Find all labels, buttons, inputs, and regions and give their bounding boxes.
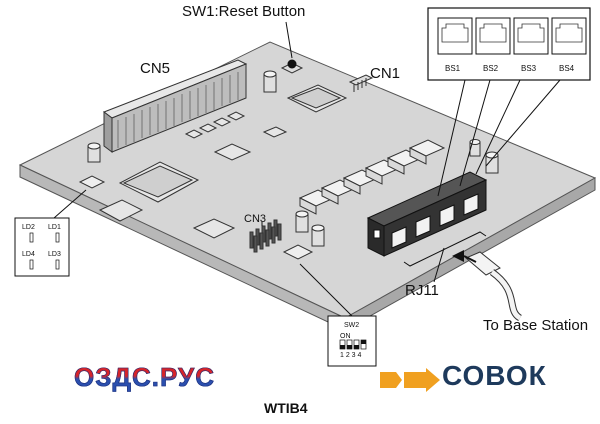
led-box (14, 175, 106, 277)
port-label-bs1: BS1 (445, 64, 461, 73)
led-label-ld2: LD2 (22, 224, 35, 231)
led-label-ld4: LD4 (22, 251, 35, 258)
led-label-ld1: LD1 (48, 224, 61, 231)
cn3-connector (249, 219, 282, 253)
sw2-numbers: 1 2 3 4 (340, 352, 362, 359)
cn5-label: CN5 (140, 60, 171, 77)
relay-row (298, 139, 446, 215)
cn5-connector (102, 59, 248, 153)
port-label-bs3: BS3 (521, 64, 537, 73)
rj11-jacks (366, 171, 488, 257)
right-logo-arrow (380, 368, 440, 392)
port-label-bs2: BS2 (483, 64, 499, 73)
capacitors (87, 70, 499, 247)
leader-lines (261, 21, 293, 226)
cn1-connector (348, 74, 374, 92)
watermark-right: СОВОК (442, 360, 547, 391)
reset-button-component (280, 59, 304, 74)
sw2-title: SW2 (344, 322, 360, 329)
sw2-dip-box (299, 263, 377, 367)
sw2-component (282, 244, 314, 260)
rj11-bracket (403, 231, 487, 283)
port-label-bs4: BS4 (559, 64, 575, 73)
chips (98, 84, 348, 239)
model-title: WTIB4 (264, 400, 308, 416)
watermark-left: ОЗДС.РУС (74, 362, 215, 393)
rj11-plug-cable (452, 250, 523, 322)
bs-port-box (427, 7, 591, 197)
to-base-station-label: To Base Station (483, 317, 589, 334)
rj11-label: RJ11 (405, 282, 439, 299)
reset-button-label: SW1:Reset Button (182, 3, 306, 20)
cn3-label: CN3 (244, 213, 267, 225)
sw2-on-label: ON (340, 333, 351, 340)
led-label-ld3: LD3 (48, 251, 61, 258)
cn1-label: CN1 (370, 65, 401, 82)
